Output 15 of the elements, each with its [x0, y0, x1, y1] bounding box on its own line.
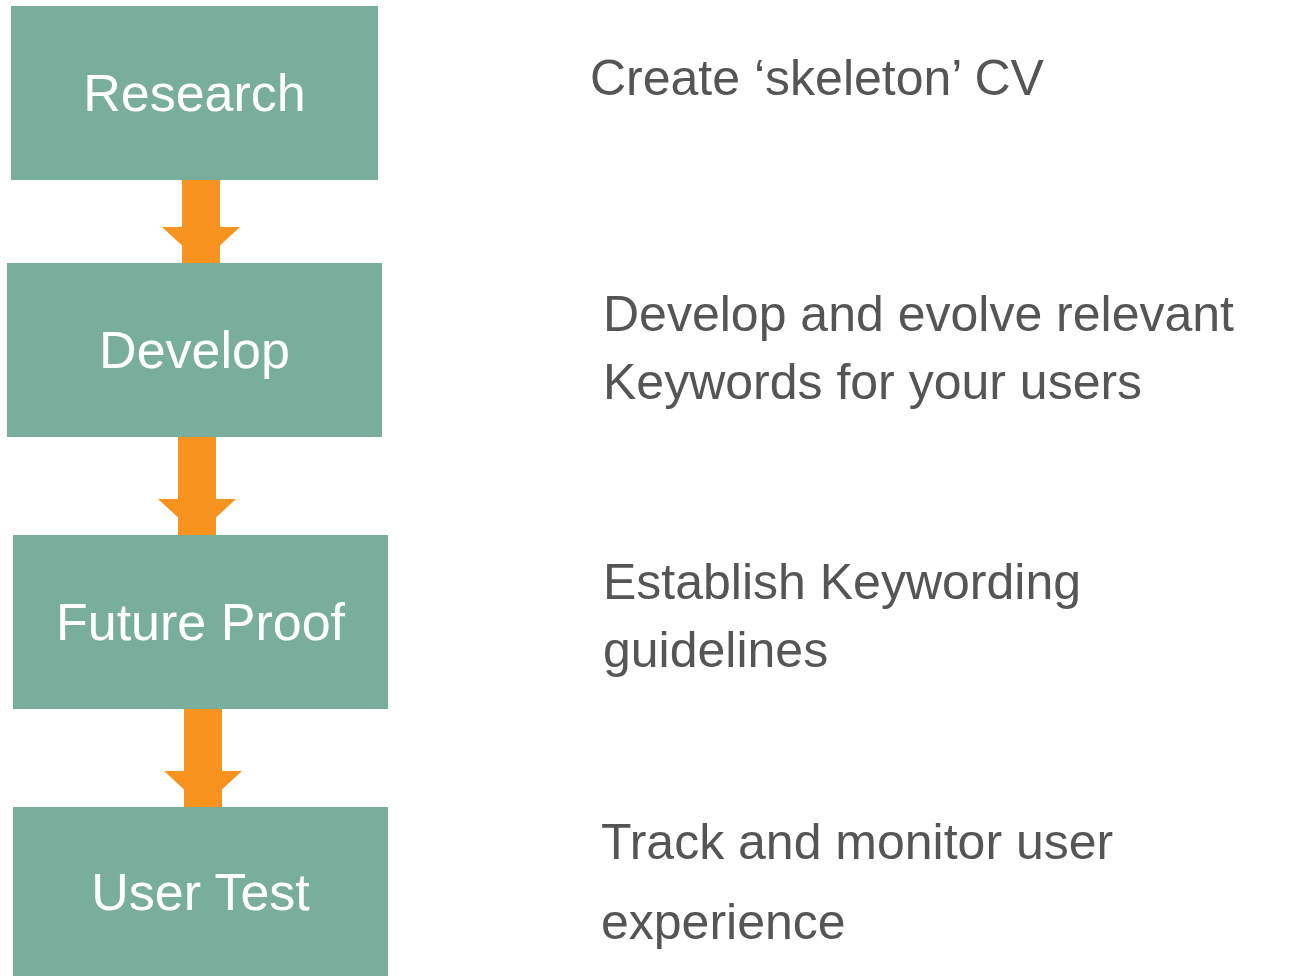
step-label: Future Proof [56, 592, 345, 652]
step-description: Track and monitor user experience [601, 813, 1115, 952]
step-label: Research [83, 63, 306, 123]
step-description: Create ‘skeleton’ CV [590, 49, 1045, 108]
process-box [13, 807, 388, 976]
arrow [162, 180, 240, 263]
step-description: Develop and evolve relevant Keywords for your users [603, 285, 1235, 412]
step-label: Develop [99, 320, 290, 380]
process-box [11, 6, 378, 180]
process-box [7, 263, 382, 437]
arrow [158, 437, 236, 535]
process-box [13, 535, 388, 709]
step-label: User Test [91, 861, 310, 922]
arrow [164, 709, 242, 807]
step-description: Establish Keywording guidelines [603, 553, 1083, 680]
